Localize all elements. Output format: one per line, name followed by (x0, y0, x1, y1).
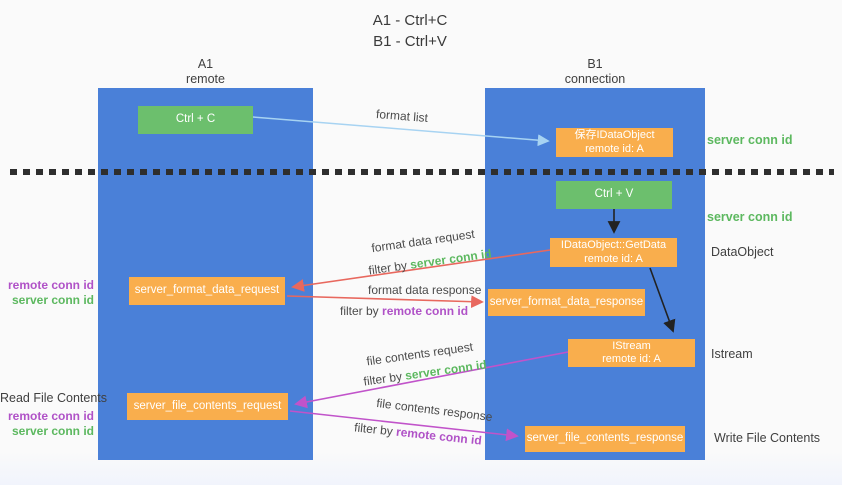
label-file-contents-response: file contents response (375, 395, 494, 425)
label-read-file-contents: Read File Contents (0, 391, 108, 405)
label-remote-conn-id-left-1: remote conn id (7, 278, 94, 292)
lane-a-header: A1 remote (98, 57, 313, 87)
lane-a-subtitle: remote (186, 72, 225, 86)
node-getdata-line2: remote id: A (584, 252, 643, 265)
label-remote-conn-id-left-2: remote conn id (7, 409, 94, 423)
node-save-idataobject-line2: remote id: A (585, 142, 644, 155)
node-ctrl-v: Ctrl + V (556, 181, 672, 209)
label-server-conn-id-left-1: server conn id (11, 293, 94, 307)
node-server-format-data-request: server_format_data_request (129, 277, 285, 305)
label-istream-side: Istream (711, 347, 753, 361)
filter-by-text: filter by (367, 258, 408, 278)
conn-id-group-file: remote conn id server conn id (0, 409, 94, 439)
node-ctrl-c-label: Ctrl + C (175, 113, 216, 126)
node-istream-line1: IStream (612, 339, 651, 352)
label-filter-by-remote-conn-id-1: filter by remote conn id (340, 304, 468, 318)
label-format-data-response: format data response (368, 283, 482, 297)
node-save-idataobject: 保存IDataObject remote id: A (556, 128, 673, 157)
lane-b-name: B1 (587, 57, 603, 71)
node-save-idataobject-line1: 保存IDataObject (574, 129, 655, 141)
node-server-file-contents-request: server_file_contents_request (127, 393, 288, 420)
filter-by-text: filter by (353, 420, 394, 439)
label-format-list: format list (375, 106, 429, 126)
filter-by-text: filter by (362, 369, 403, 389)
node-ctrl-v-label: Ctrl + V (594, 188, 634, 201)
diagram-title: A1 - Ctrl+C B1 - Ctrl+V (0, 10, 820, 52)
node-istream-line2: remote id: A (602, 353, 661, 365)
title-line-ctrl-v: B1 - Ctrl+V (373, 33, 447, 50)
conn-id-group-format: remote conn id server conn id (0, 278, 94, 308)
title-line-ctrl-c: A1 - Ctrl+C (372, 12, 448, 29)
node-server-file-contents-response: server_file_contents_response (525, 426, 685, 452)
lane-a-name: A1 (197, 57, 214, 71)
filter-by-text: filter by (340, 304, 379, 318)
node-file-response-label: server_file_contents_response (526, 432, 684, 445)
label-dataobject: DataObject (711, 245, 774, 259)
label-server-conn-id-mid: server conn id (707, 210, 793, 224)
node-format-response-label: server_format_data_response (489, 295, 644, 308)
label-write-file-contents: Write File Contents (714, 431, 821, 445)
node-format-request-label: server_format_data_request (134, 284, 280, 297)
node-server-format-data-response: server_format_data_response (488, 289, 645, 316)
remote-conn-id-text: remote conn id (395, 424, 483, 448)
remote-conn-id-text: remote conn id (382, 304, 469, 318)
label-filter-by-remote-conn-id-2: filter by remote conn id (354, 420, 483, 447)
node-ctrl-c: Ctrl + C (138, 106, 253, 134)
node-istream: IStream remote id: A (568, 339, 695, 367)
label-server-conn-id-top: server conn id (707, 133, 793, 147)
node-getdata-line1: IDataObject::GetData (560, 239, 667, 251)
node-file-request-label: server_file_contents_request (133, 399, 282, 412)
label-server-conn-id-left-2: server conn id (11, 424, 94, 438)
server-conn-id-text: server conn id (409, 246, 493, 272)
lane-b-subtitle: connection (564, 72, 626, 86)
lane-b-header: B1 connection (485, 57, 705, 87)
node-idataobject-getdata: IDataObject::GetData remote id: A (550, 238, 677, 267)
